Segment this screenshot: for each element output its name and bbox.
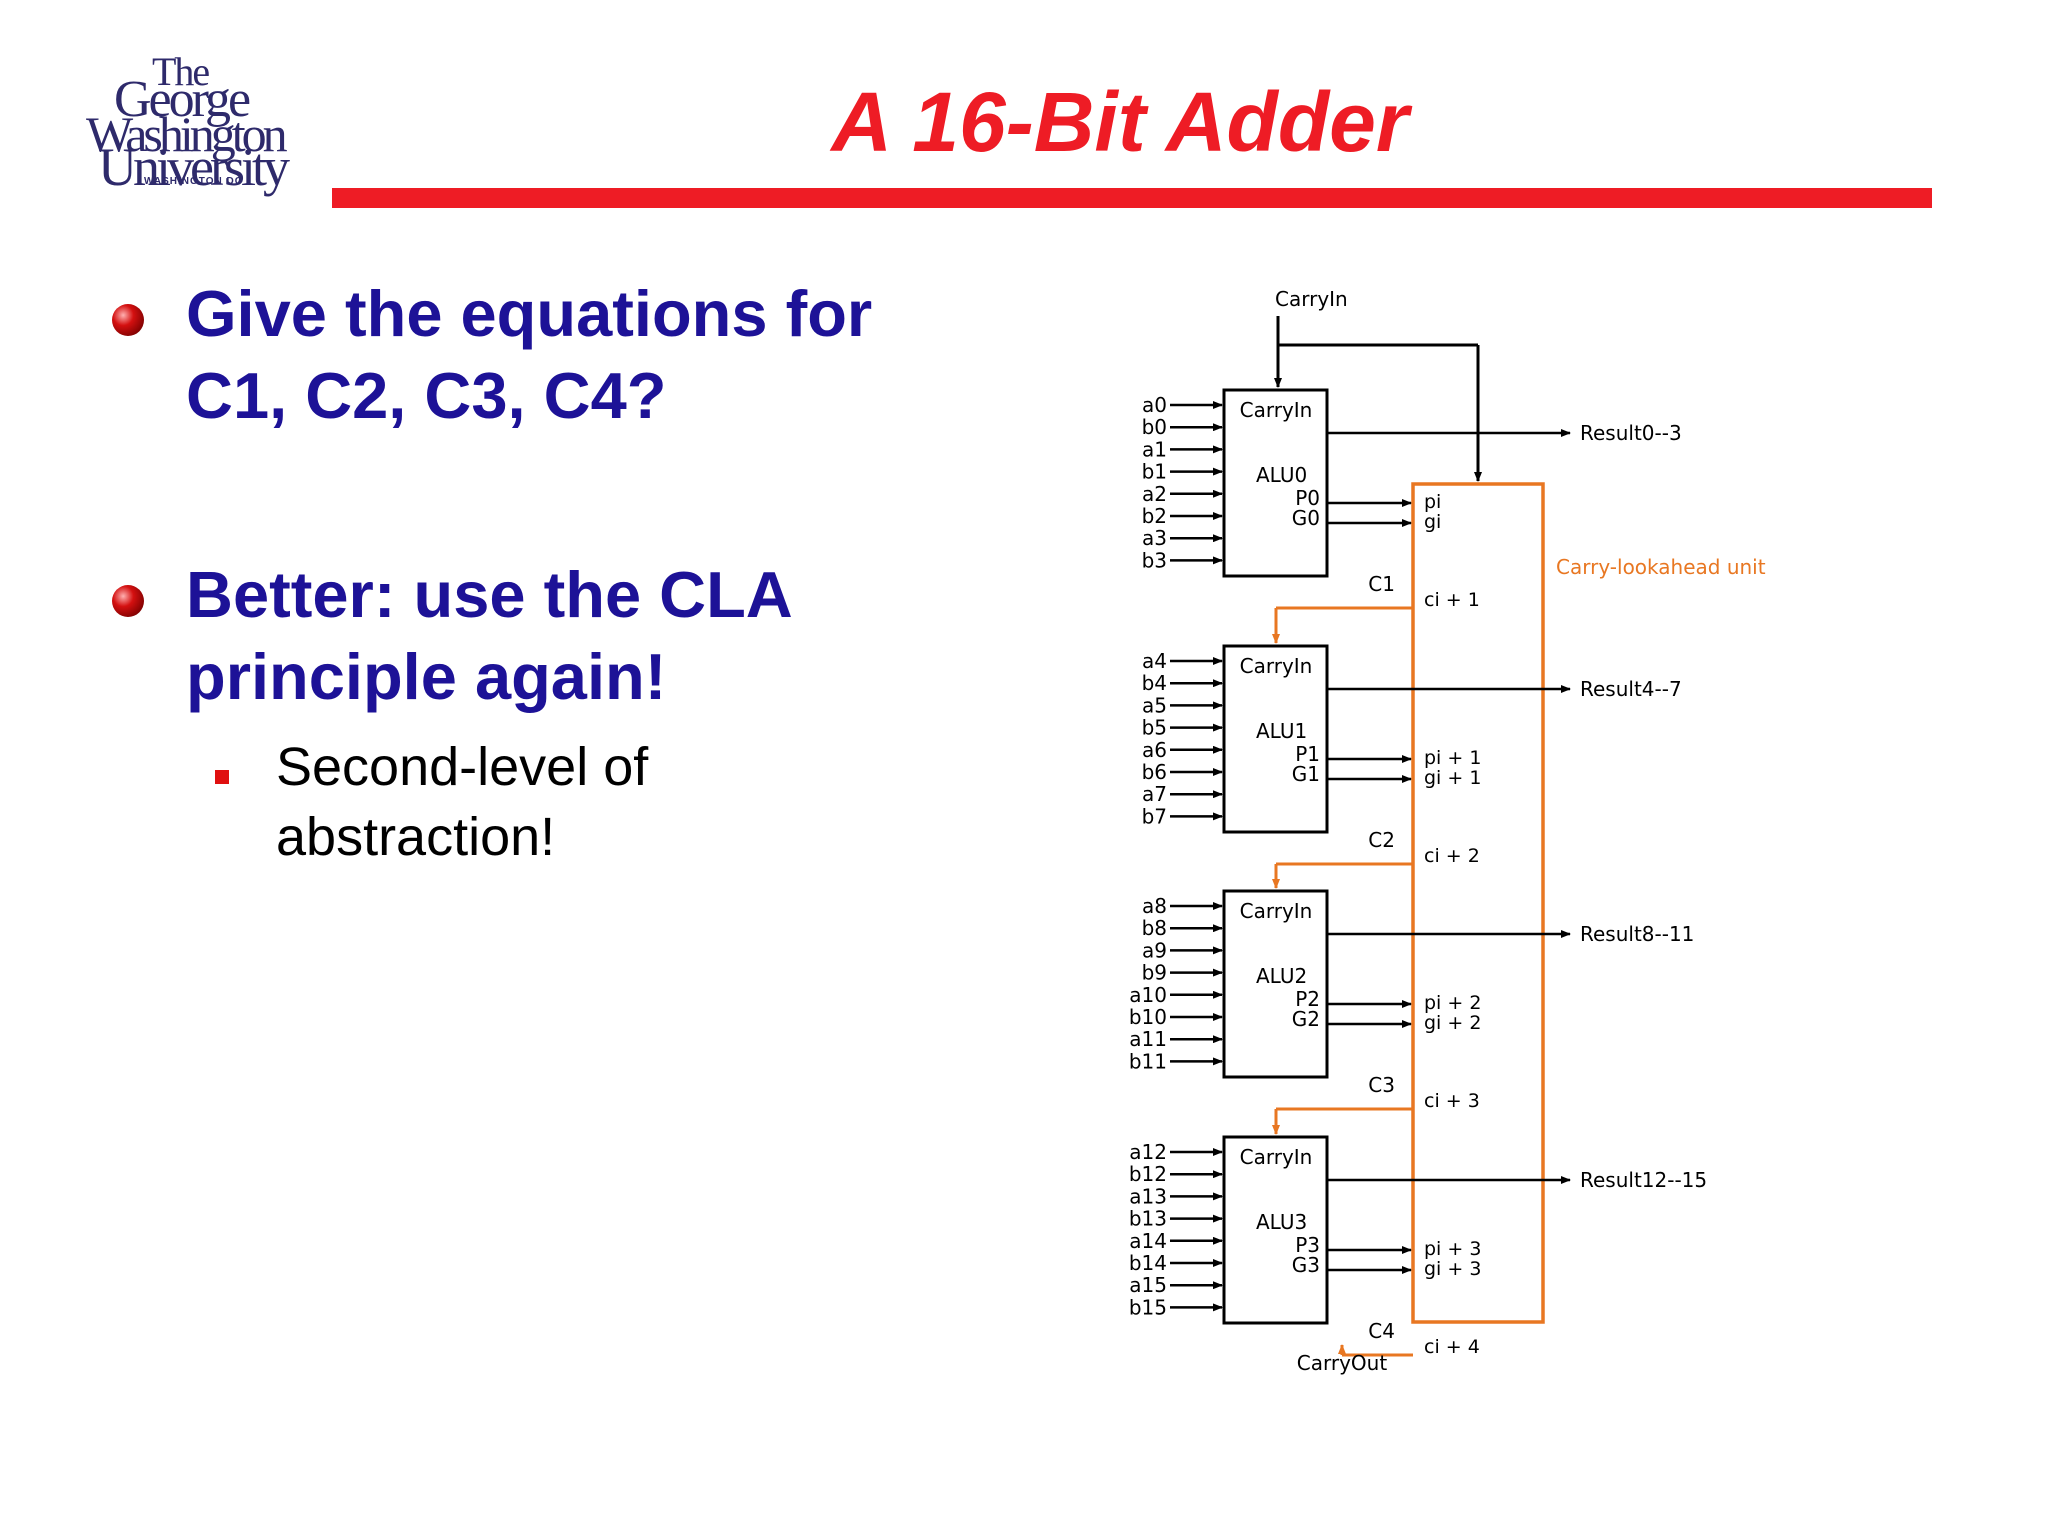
alu-input-label-a7: a7 <box>1142 782 1167 806</box>
alu-name-1: ALU1 <box>1256 719 1307 743</box>
alu-input-label-b14: b14 <box>1129 1251 1167 1275</box>
alu-input-label-b11: b11 <box>1129 1049 1167 1073</box>
cla-p-label-2: pi + 2 <box>1424 992 1481 1014</box>
alu-input-label-a1: a1 <box>1142 437 1167 461</box>
alu-input-label-a0: a0 <box>1142 393 1167 417</box>
alu-carry-in-label-0: CarryIn <box>1240 398 1313 422</box>
alu-input-label-b15: b15 <box>1129 1295 1167 1319</box>
alu-input-label-a10: a10 <box>1129 983 1167 1007</box>
carry-label-2: C3 <box>1368 1073 1395 1097</box>
cla-c-label-2: ci + 3 <box>1424 1090 1480 1112</box>
alu-carry-in-label-1: CarryIn <box>1240 654 1313 678</box>
alu-input-label-a2: a2 <box>1142 482 1167 506</box>
cla-unit-label: Carry-lookahead unit <box>1556 555 1766 579</box>
alu-input-label-a14: a14 <box>1129 1229 1167 1253</box>
alu-input-label-b6: b6 <box>1142 760 1167 784</box>
cla-g-label-0: gi <box>1424 511 1441 533</box>
alu-p-label-2: P2 <box>1295 987 1320 1011</box>
alu-input-label-b0: b0 <box>1142 415 1167 439</box>
alu-name-0: ALU0 <box>1256 463 1307 487</box>
alu-input-label-b12: b12 <box>1129 1162 1167 1186</box>
sub-bullet-line-1: Second-level of <box>276 737 649 797</box>
logo-line-the: The <box>152 49 210 94</box>
logo-line-washington: Washington <box>86 106 288 162</box>
alu-box-2 <box>1222 889 1329 1079</box>
carry-out-label: CarryOut <box>1297 1351 1388 1375</box>
cla-p-label-3: pi + 3 <box>1424 1238 1481 1260</box>
alu-input-label-b4: b4 <box>1142 671 1167 695</box>
bullet-1-line-1: Give the equations for <box>186 277 873 350</box>
bullet-icon-1 <box>112 304 144 336</box>
alu-p-label-0: P0 <box>1295 486 1320 510</box>
logo-line-george: George <box>114 71 251 128</box>
sub-bullet-icon <box>215 770 229 784</box>
cla-p-label-0: pi <box>1424 491 1441 513</box>
alu-p-label-1: P1 <box>1295 742 1320 766</box>
alu-box-1 <box>1222 644 1329 834</box>
alu-carry-in-label-3: CarryIn <box>1240 1145 1313 1169</box>
alu-carry-in-label-2: CarryIn <box>1240 899 1313 923</box>
bullet-1-line-2: C1, C2, C3, C4? <box>186 359 667 432</box>
bullet-2-line-2: principle again! <box>186 640 667 713</box>
alu-input-label-a8: a8 <box>1142 894 1167 918</box>
cla-c-label-0: ci + 1 <box>1424 589 1480 611</box>
gwu-logo: The George Washington University WASHING… <box>84 49 328 195</box>
alu-input-label-a11: a11 <box>1129 1027 1167 1051</box>
cla-g-label-2: gi + 2 <box>1424 1012 1481 1034</box>
alu-input-label-a13: a13 <box>1129 1184 1167 1208</box>
carry-in-top-label: CarryIn <box>1275 287 1348 311</box>
alu-input-label-a9: a9 <box>1142 938 1167 962</box>
carry-label-1: C2 <box>1368 828 1395 852</box>
alu-input-label-a15: a15 <box>1129 1273 1167 1297</box>
alu-input-label-a4: a4 <box>1142 649 1167 673</box>
alu-input-label-b10: b10 <box>1129 1005 1167 1029</box>
alu-input-label-a3: a3 <box>1142 526 1167 550</box>
alu-input-label-b2: b2 <box>1142 504 1167 528</box>
alu-box-0 <box>1222 388 1329 578</box>
cla-c-label-1: ci + 2 <box>1424 845 1480 867</box>
result-label-3: Result12--15 <box>1580 1168 1707 1192</box>
alu-name-2: ALU2 <box>1256 964 1307 988</box>
alu-g-label-1: G1 <box>1292 762 1320 786</box>
cla-g-label-3: gi + 3 <box>1424 1258 1481 1280</box>
alu-p-label-3: P3 <box>1295 1233 1320 1257</box>
alu-g-label-3: G3 <box>1292 1253 1320 1277</box>
carry-label-3: C4 <box>1368 1319 1395 1343</box>
carry-label-0: C1 <box>1368 572 1395 596</box>
result-label-1: Result4--7 <box>1580 677 1682 701</box>
result-label-0: Result0--3 <box>1580 421 1682 445</box>
alu-input-label-b1: b1 <box>1142 460 1167 484</box>
title-rule <box>332 188 1932 208</box>
alu-input-label-b7: b7 <box>1142 804 1167 828</box>
alu-input-label-b5: b5 <box>1142 716 1167 740</box>
sub-bullet-line-2: abstraction! <box>276 807 556 867</box>
alu-g-label-0: G0 <box>1292 506 1320 530</box>
cla-c-label-3: ci + 4 <box>1424 1336 1480 1358</box>
alu-input-label-b3: b3 <box>1142 548 1167 572</box>
alu-input-label-b9: b9 <box>1142 961 1167 985</box>
alu-name-3: ALU3 <box>1256 1210 1307 1234</box>
logo-line-location: WASHINGTON DC <box>144 176 243 187</box>
alu-input-label-a5: a5 <box>1142 693 1167 717</box>
cla-g-label-1: gi + 1 <box>1424 767 1481 789</box>
slide-title: A 16-Bit Adder <box>831 75 1409 169</box>
cla-p-label-1: pi + 1 <box>1424 747 1481 769</box>
bullet-2-line-1: Better: use the CLA <box>186 558 793 631</box>
cla-unit-box <box>1411 482 1545 1324</box>
logo-line-university: University <box>98 137 290 197</box>
alu-input-label-b13: b13 <box>1129 1207 1167 1231</box>
alu-g-label-2: G2 <box>1292 1007 1320 1031</box>
bullet-icon-2 <box>112 585 144 617</box>
result-label-2: Result8--11 <box>1580 922 1694 946</box>
alu-input-label-a12: a12 <box>1129 1140 1167 1164</box>
alu-input-label-a6: a6 <box>1142 738 1167 762</box>
alu-input-label-b8: b8 <box>1142 916 1167 940</box>
alu-box-3 <box>1222 1135 1329 1325</box>
